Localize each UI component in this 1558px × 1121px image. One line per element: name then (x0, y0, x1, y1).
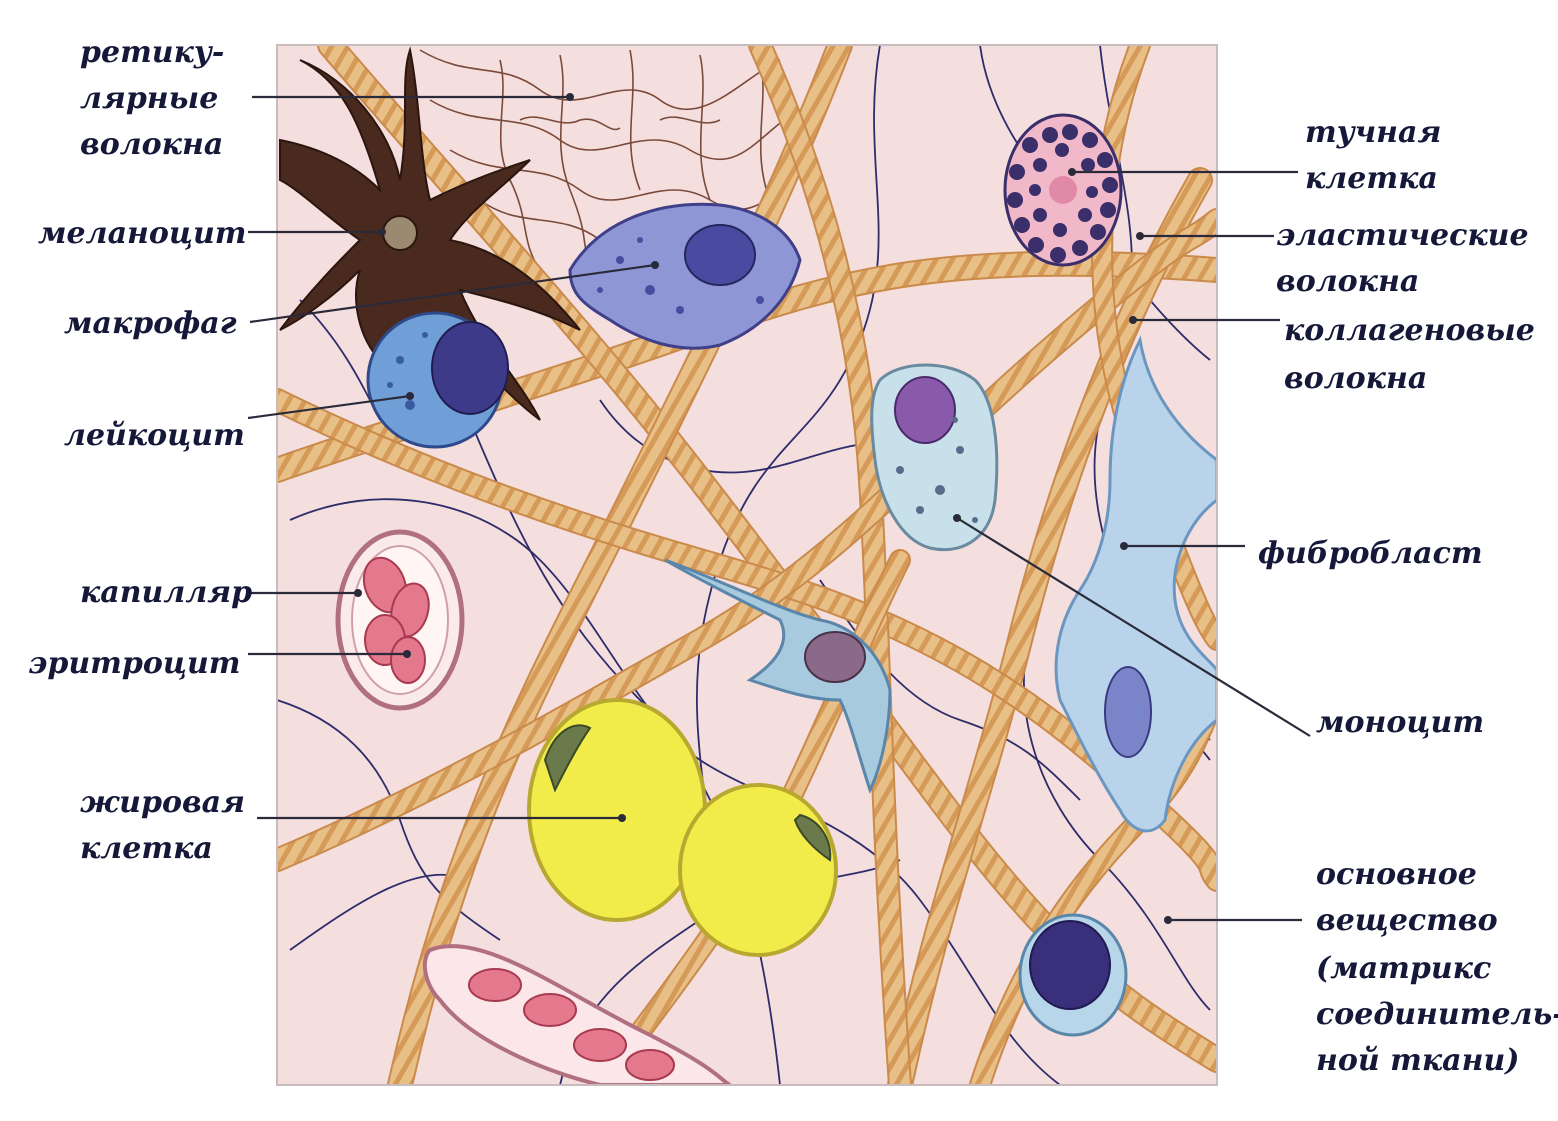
label-reticular-3: волокна (80, 127, 223, 162)
label-elastic-1: эластические (1276, 218, 1529, 253)
label-fat-cell-1: жировая (80, 785, 245, 820)
label-melanocyte: меланоцит (38, 216, 247, 251)
mast-cell (1005, 115, 1121, 265)
label-capillary: капилляр (80, 575, 252, 610)
label-elastic-2: волокна (1276, 264, 1419, 299)
label-ground-3: (матрикс (1316, 951, 1491, 986)
illustration (277, 45, 1217, 1085)
monocyte-cell-lower (1020, 915, 1126, 1035)
label-collagen-1: коллагеновые (1284, 313, 1535, 348)
label-ground-4: соединитель- (1316, 997, 1558, 1032)
label-ground-2: вещество (1316, 903, 1498, 938)
label-leukocyte: лейкоцит (64, 418, 245, 453)
label-collagen-2: волокна (1284, 361, 1427, 396)
label-fibroblast: фибробласт (1258, 536, 1483, 571)
label-reticular-1: ретику- (80, 35, 224, 70)
label-ground-5: ной ткани) (1316, 1043, 1520, 1078)
label-ground-1: основное (1316, 857, 1477, 892)
label-monocyte: моноцит (1316, 705, 1484, 740)
capillary-vessel (338, 532, 462, 708)
label-mast-cell-2: клетка (1305, 161, 1438, 196)
label-mast-cell-1: тучная (1305, 115, 1441, 150)
label-reticular-2: лярные (80, 81, 218, 116)
label-erythrocyte: эритроцит (28, 646, 241, 681)
label-macrophage: макрофаг (64, 306, 237, 341)
label-fat-cell-2: клетка (80, 831, 213, 866)
